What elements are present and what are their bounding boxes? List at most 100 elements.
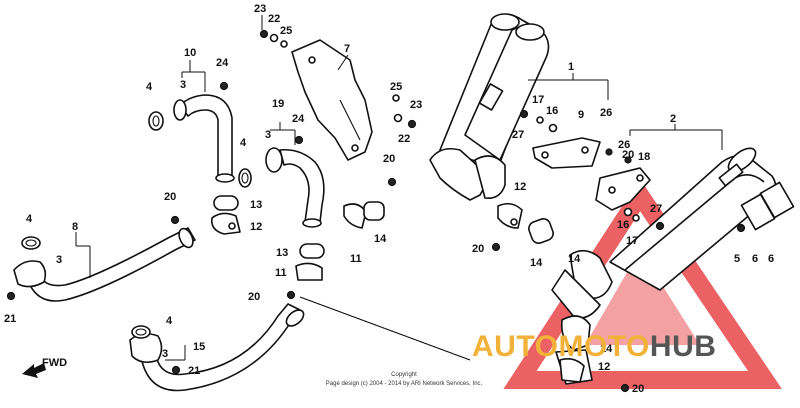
leader-lines xyxy=(75,15,723,361)
bolt-27a xyxy=(519,109,529,119)
callout-8: 8 xyxy=(72,221,78,233)
gasket-4a xyxy=(148,111,164,131)
callout-5: 5 xyxy=(734,253,740,265)
callout-20-f: 20 xyxy=(622,149,634,161)
clamp-12c xyxy=(559,358,585,383)
heat-shield-6b xyxy=(759,181,795,219)
callout-20-c: 20 xyxy=(248,291,260,303)
callout-18: 18 xyxy=(638,151,650,163)
callout-3-d: 3 xyxy=(162,348,168,360)
bolt-20c xyxy=(286,290,296,300)
muffler-2 xyxy=(551,147,777,320)
callout-6-a: 6 xyxy=(752,253,758,265)
callout-25-a: 25 xyxy=(280,25,292,37)
exhaust-pipe-8 xyxy=(13,227,196,302)
callout-12-b: 12 xyxy=(514,181,526,193)
washer-16b xyxy=(623,207,633,217)
washer-25b xyxy=(392,94,400,102)
bolt-21a xyxy=(6,291,16,301)
copyright-line-1: Copyright xyxy=(391,372,417,378)
callout-7: 7 xyxy=(344,43,350,55)
washer-16a xyxy=(548,123,558,133)
callout-20-e: 20 xyxy=(632,383,644,395)
callout-12-a: 12 xyxy=(250,221,262,233)
callout-17-b: 17 xyxy=(626,235,638,247)
callout-14-d: 14 xyxy=(568,253,581,265)
washer-25a xyxy=(280,40,288,48)
callout-27-a: 27 xyxy=(512,129,524,141)
callout-20-b: 20 xyxy=(164,191,176,203)
svg-text:AUTOMOTOHUB: AUTOMOTOHUB xyxy=(472,330,716,363)
clamp-11b xyxy=(343,203,367,229)
copyright-block: Copyright Page design (c) 2004 - 2014 by… xyxy=(326,372,483,387)
bolt-24b xyxy=(294,135,304,145)
callout-22-b: 22 xyxy=(398,133,410,145)
callout-3-c: 3 xyxy=(56,254,62,266)
bolt-20d xyxy=(491,242,501,252)
sleeve-13b xyxy=(299,243,325,259)
callout-21-a: 21 xyxy=(4,313,16,325)
bolt-21b xyxy=(171,365,181,375)
callout-15: 15 xyxy=(193,341,205,353)
exhaust-pipe-15 xyxy=(129,303,305,392)
callout-9: 9 xyxy=(578,109,584,121)
sleeve-14b xyxy=(528,218,554,244)
clamp-11a xyxy=(295,262,323,281)
bolt-5 xyxy=(736,223,746,233)
watermark-part-1: AUTO xyxy=(472,330,558,363)
callout-1: 1 xyxy=(568,61,574,73)
bolt-20b xyxy=(170,215,180,225)
bolt-20a xyxy=(387,177,397,187)
callout-4-d: 4 xyxy=(166,315,173,327)
gasket-4b xyxy=(238,168,252,188)
callout-22-a: 22 xyxy=(268,13,280,25)
callout-12-c: 12 xyxy=(598,361,610,373)
callout-labels: 1 2 3 3 3 3 4 4 4 4 5 6 6 7 8 9 10 11 11… xyxy=(4,3,774,395)
sleeve-14a xyxy=(363,201,385,221)
bolt-23b xyxy=(407,119,417,129)
nut-26a xyxy=(605,148,613,156)
nut-17a xyxy=(536,116,544,124)
callout-16-a: 16 xyxy=(546,105,558,117)
bolt-24a xyxy=(219,81,229,91)
nut-22b xyxy=(393,113,403,123)
callout-13-a: 13 xyxy=(250,199,262,211)
callout-23-a: 23 xyxy=(254,3,266,15)
nut-22a xyxy=(269,33,279,43)
watermark-part-2: MOTO xyxy=(558,330,649,363)
exhaust-pipe-10 xyxy=(173,94,235,183)
bolt-20e xyxy=(620,383,630,393)
callout-3-a: 3 xyxy=(180,79,186,91)
clamp-12a xyxy=(210,212,241,235)
callout-20-d: 20 xyxy=(472,243,484,255)
callout-27-b: 27 xyxy=(650,203,662,215)
callout-10: 10 xyxy=(184,47,196,59)
callout-23-b: 23 xyxy=(410,99,422,111)
callout-13-b: 13 xyxy=(276,247,288,259)
callout-14-a: 14 xyxy=(374,233,387,245)
callout-4-c: 4 xyxy=(26,213,33,225)
callout-6-b: 6 xyxy=(768,253,774,265)
heat-shield-7 xyxy=(291,39,373,161)
sleeve-13a xyxy=(213,195,239,211)
callout-26-a: 26 xyxy=(600,107,612,119)
bracket-9 xyxy=(532,137,601,169)
callout-17-a: 17 xyxy=(532,94,544,106)
callout-11-b: 11 xyxy=(350,253,362,265)
callout-14-c: 14 xyxy=(600,343,613,355)
callout-19: 19 xyxy=(272,98,284,110)
gasket-4c xyxy=(21,236,41,250)
bolt-23a xyxy=(259,29,269,39)
nut-17b xyxy=(632,214,640,222)
callout-26-b: 26 xyxy=(618,139,630,151)
callout-25-b: 25 xyxy=(390,81,402,93)
callout-11-a: 11 xyxy=(275,267,287,279)
copyright-line-2: Page design (c) 2004 - 2014 by ARI Netwo… xyxy=(326,381,483,387)
watermark-text: AUTOMOTOHUB xyxy=(472,330,716,363)
callout-16-b: 16 xyxy=(617,219,629,231)
callout-14-b: 14 xyxy=(530,257,543,269)
fwd-label: FWD xyxy=(42,357,67,369)
callout-4-b: 4 xyxy=(240,137,247,149)
callout-21-b: 21 xyxy=(188,365,200,377)
